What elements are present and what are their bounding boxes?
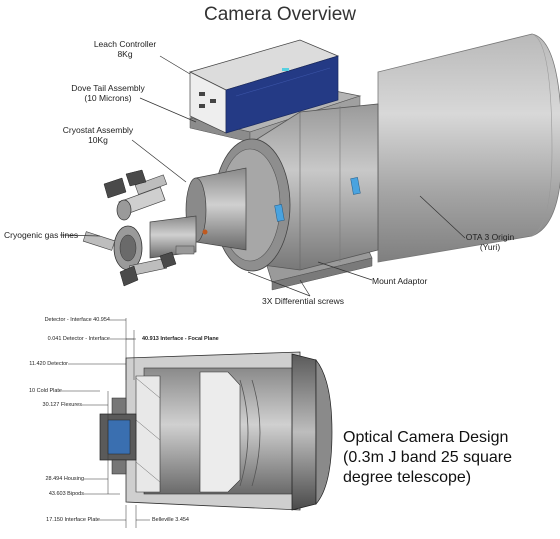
label-dove-tail-assembly: Dove Tail Assembly (10 Microns)	[71, 83, 145, 103]
cryostat-assembly	[113, 167, 247, 271]
dim-detector: 11.420 Detector	[29, 361, 68, 367]
label-ota-origin: OTA 3 Origin (Yuri)	[465, 232, 515, 252]
dim-housing: 28.494 Housing	[45, 476, 84, 482]
dim-interface-focal-plane: 40.913 Interface - Focal Plane	[142, 336, 219, 342]
leader-lines-top	[59, 55, 466, 297]
cross-section-view	[99, 351, 333, 511]
label-mount-adaptor: Mount Adaptor	[372, 276, 428, 286]
dim-bipods: 43.603 Bipods	[48, 491, 84, 497]
dim-interface-plate: 17.150 Interface Plate	[46, 517, 100, 523]
dim-detector-interface-small: 0.041 Detector - Interface	[47, 336, 110, 342]
label-leach-controller: Leach Controller 8Kg	[93, 39, 157, 59]
cryogenic-gas-lines	[82, 169, 195, 287]
leach-controller-box	[189, 39, 340, 134]
optical-design-caption: Optical Camera Design (0.3m J band 25 sq…	[343, 429, 512, 486]
dim-detector-interface: Detector - Interface 40.954	[44, 317, 110, 323]
blue-brackets	[274, 177, 361, 222]
ota-tube	[377, 33, 560, 263]
dim-cold-plate: 10 Cold Plate	[28, 388, 62, 394]
label-cryostat-assembly: Cryostat Assembly 10Kg	[62, 125, 134, 145]
dim-flexures: 30.127 Flexures	[42, 402, 82, 408]
dimension-lines	[62, 318, 150, 528]
label-cryogenic-gas-lines: Cryogenic gas lines	[4, 230, 79, 240]
dim-belleville: Belleville 3.454	[152, 517, 189, 523]
page-title: Camera Overview	[203, 4, 357, 25]
label-differential-screws: 3X Differential screws	[262, 296, 345, 306]
